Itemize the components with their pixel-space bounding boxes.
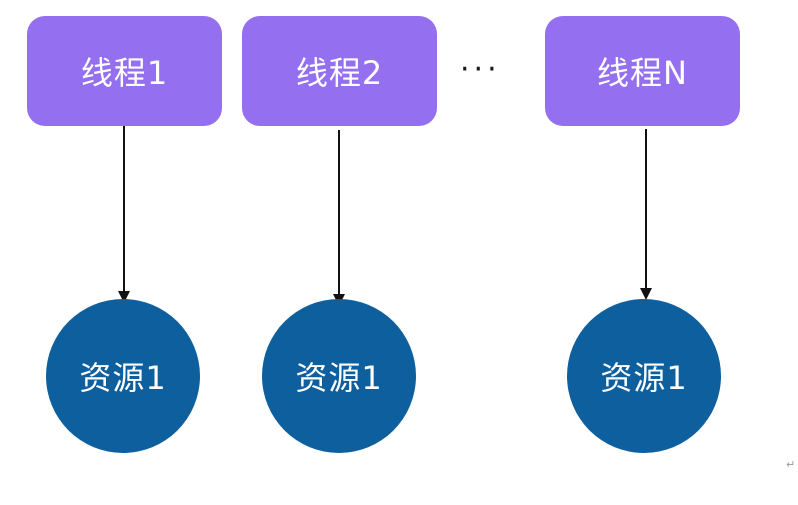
- resource-n-label: 资源1: [600, 359, 688, 397]
- ellipsis: ···: [460, 52, 501, 87]
- thread-n-label: 线程N: [597, 54, 688, 92]
- resource-1-circle: 资源1: [46, 299, 200, 453]
- thread-1-box: 线程1: [27, 16, 222, 126]
- thread-1-label: 线程1: [80, 54, 169, 92]
- thread-n-box: 线程N: [545, 16, 740, 126]
- resource-2-circle: 资源1: [262, 299, 416, 453]
- resource-n-circle: 资源1: [567, 299, 721, 453]
- thread-2-label: 线程2: [295, 54, 384, 92]
- thread-2-box: 线程2: [242, 16, 437, 126]
- corner-return-mark: ↵: [786, 458, 796, 471]
- resource-1-label: 资源1: [79, 359, 167, 397]
- resource-2-label: 资源1: [295, 359, 383, 397]
